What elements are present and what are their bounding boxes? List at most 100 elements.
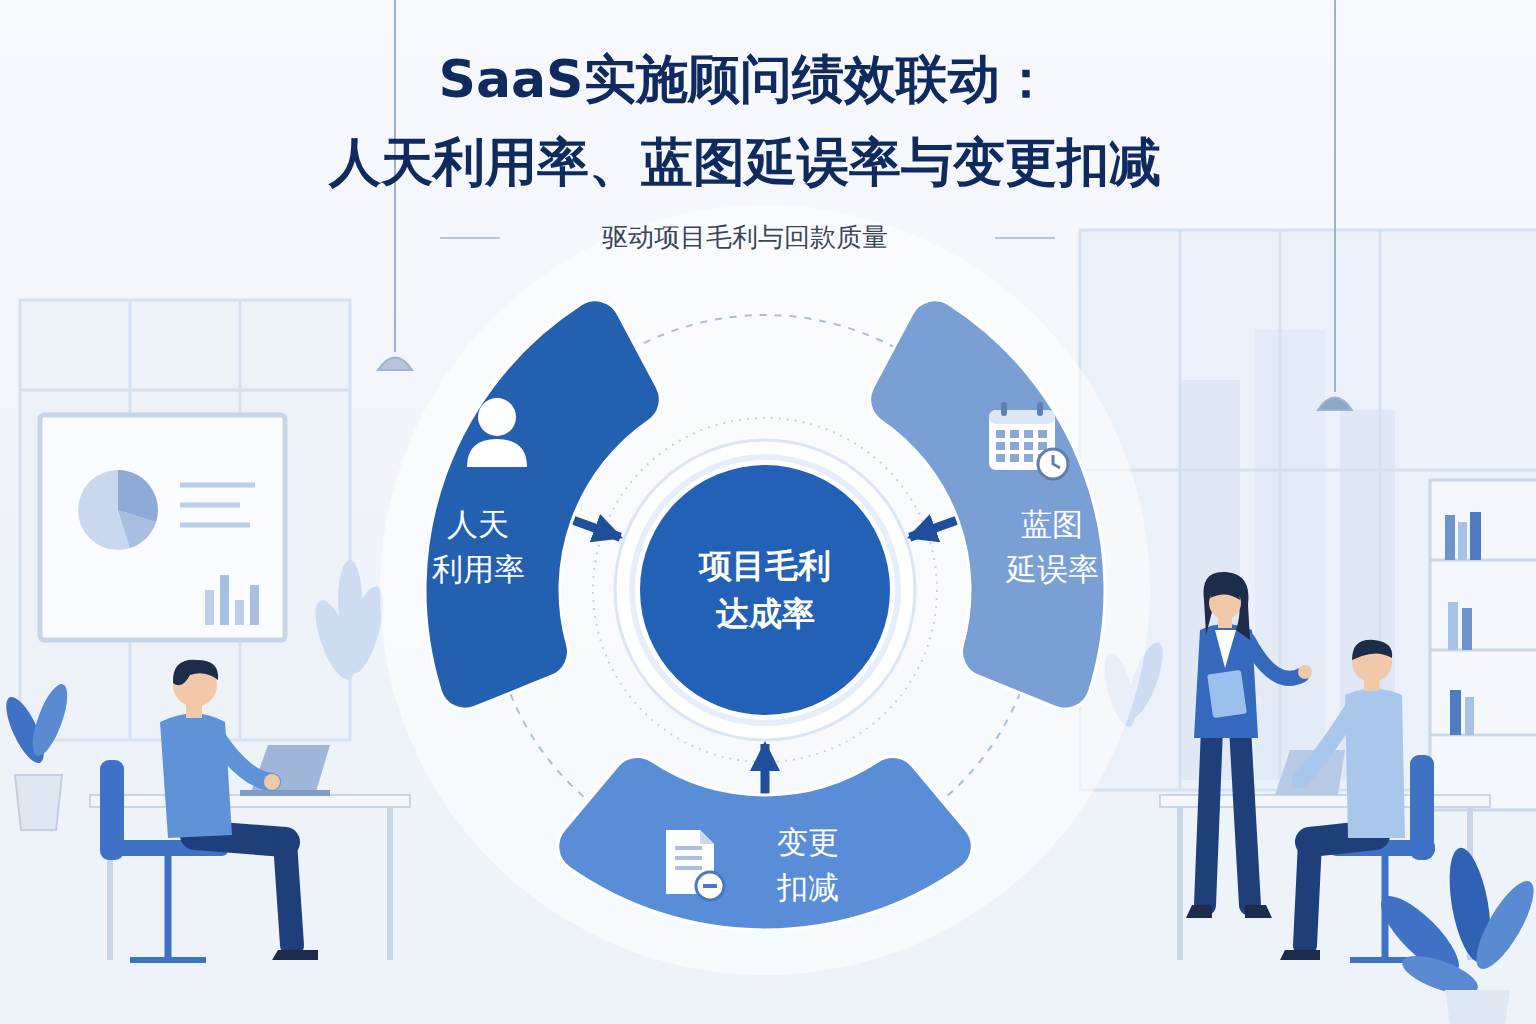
- node-shape: [870, 300, 1105, 709]
- node-label: 变更 扣减: [777, 820, 839, 910]
- calendar-icon: [1038, 449, 1068, 479]
- doc-icon: [666, 830, 724, 900]
- node-label: 项目毛利 达成率: [699, 542, 831, 638]
- whiteboard: [180, 483, 255, 488]
- ceiling-lamp: [1334, 0, 1336, 392]
- center-rings: [380, 205, 1150, 975]
- bookshelf: [1450, 690, 1461, 735]
- standing-consultant: [1215, 630, 1236, 668]
- bookshelf: [1448, 602, 1458, 650]
- calendar-icon: [989, 402, 1068, 479]
- whiteboard: [78, 470, 158, 550]
- right-window: [1255, 330, 1325, 780]
- left-consultant: [100, 660, 318, 960]
- change-segment: 变更 扣减: [540, 745, 990, 935]
- left-desk: [387, 807, 393, 960]
- standing-consultant: [1210, 586, 1240, 600]
- doc-icon: [700, 830, 714, 844]
- left-consultant: [285, 842, 292, 945]
- center-rings: [593, 418, 937, 762]
- whiteboard: [180, 503, 240, 508]
- calendar-icon: [1010, 430, 1019, 438]
- doc-icon: [675, 866, 702, 870]
- left-window: [20, 389, 350, 392]
- node-shape: [858, 285, 1113, 725]
- calendar-icon: [989, 410, 1055, 424]
- standing-consultant: [1186, 572, 1312, 918]
- goal-circle: 项目毛利 达成率: [615, 440, 915, 740]
- standing-consultant: [1298, 665, 1312, 679]
- right-desk: [1177, 807, 1183, 960]
- whiteboard: [40, 415, 285, 640]
- whiteboard: [180, 523, 250, 528]
- node-shape: [615, 440, 915, 740]
- node-text: 蓝图 延误率: [1006, 502, 1099, 592]
- whiteboard: [118, 510, 156, 548]
- bookshelf: [1462, 608, 1472, 650]
- whiteboard: [235, 600, 244, 625]
- bookshelf: [1430, 734, 1536, 737]
- left-window: [20, 300, 350, 740]
- right-consultant: [1352, 640, 1392, 660]
- node-shape: [640, 465, 890, 715]
- calendar-icon: [1024, 430, 1033, 438]
- left-consultant: [165, 856, 172, 960]
- left-consultant: [173, 660, 218, 685]
- right-consultant: [1280, 950, 1320, 960]
- flow-arrow: [910, 519, 960, 537]
- flow-arrow: [761, 744, 770, 797]
- right-consultant: [1305, 842, 1310, 945]
- left-window: [20, 300, 350, 740]
- node-shape: [615, 440, 915, 740]
- right-consultant: [1300, 710, 1352, 780]
- delay-segment: 蓝图 延误率: [858, 285, 1113, 725]
- right-plant: [1466, 874, 1536, 977]
- doc-icon: [696, 872, 724, 900]
- calendar-icon: [1024, 442, 1033, 450]
- calendar-icon: [1024, 454, 1033, 462]
- subtitle: 驱动项目毛利与回款质量: [602, 220, 888, 255]
- right-plant: [1371, 845, 1536, 1024]
- standing-consultant: [1248, 640, 1302, 678]
- standing-consultant: [1207, 670, 1247, 718]
- bookshelf: [1465, 697, 1474, 735]
- whiteboard: [40, 415, 285, 640]
- left-consultant: [215, 735, 272, 782]
- standing-consultant: [1203, 572, 1250, 640]
- whiteboard: [250, 585, 259, 625]
- node-shape: [540, 745, 990, 935]
- right-window: [1179, 230, 1182, 790]
- right-window: [1279, 230, 1282, 790]
- node-text: 变更 扣减: [777, 820, 839, 910]
- doc-icon: [675, 856, 702, 860]
- flow-arrow: [570, 519, 620, 537]
- node-label: 人天 利用率: [432, 502, 525, 592]
- calendar-icon: [1038, 442, 1047, 450]
- bookshelf: [1470, 512, 1481, 560]
- calendar-icon: [1038, 430, 1047, 438]
- doc-icon: [703, 884, 717, 888]
- standing-consultant: [1245, 905, 1272, 918]
- ceiling-lamp: [1318, 398, 1352, 411]
- calendar-icon: [1053, 455, 1060, 468]
- ceiling-lamp: [378, 358, 412, 371]
- person-icon: [467, 439, 527, 467]
- doc-icon: [675, 846, 702, 850]
- node-label: 蓝图 延误率: [1006, 502, 1099, 592]
- node-text: 人天 利用率: [432, 502, 525, 592]
- whiteboard: [205, 590, 214, 625]
- person-icon: [478, 398, 516, 436]
- calendar-icon: [996, 442, 1005, 450]
- standing-consultant: [1240, 728, 1250, 905]
- node-shape: [558, 757, 972, 930]
- left-consultant: [130, 957, 206, 963]
- node-shape: [632, 457, 898, 723]
- bookshelf: [1458, 522, 1467, 560]
- right-window: [1080, 469, 1536, 472]
- calendar-icon: [1001, 402, 1007, 416]
- center-rings: [380, 205, 1150, 975]
- calendar-icon: [1037, 402, 1043, 416]
- left-consultant: [272, 950, 318, 960]
- bookshelf: [1430, 649, 1536, 652]
